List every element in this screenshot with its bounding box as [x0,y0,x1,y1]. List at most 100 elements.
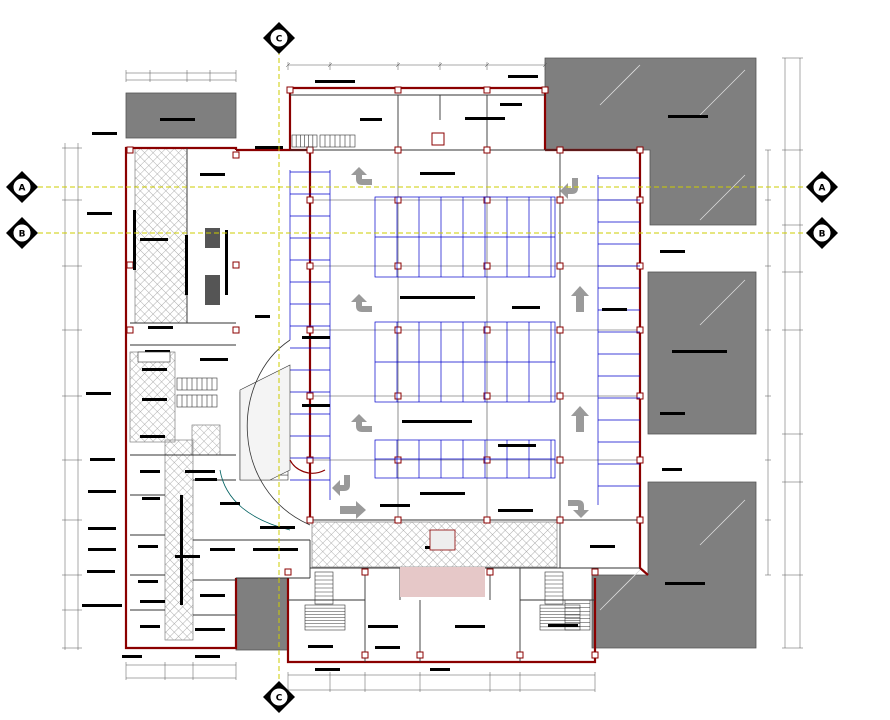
label-block [500,103,522,106]
building-diagonal-marks [599,64,746,611]
label-block [140,625,160,628]
column [541,86,549,94]
traffic-arrow-icon [332,475,350,496]
label-block [662,468,682,471]
column [394,516,402,524]
label-block [498,444,536,447]
label-block [195,655,220,658]
column [394,456,402,464]
label-block [140,238,168,241]
column [361,568,369,576]
column [232,151,240,159]
column [556,516,564,524]
column [394,86,402,94]
axis-label: A [819,184,826,194]
column [416,651,424,659]
section-marker-icon: A [6,171,38,203]
column [306,196,314,204]
column [126,261,134,269]
label-block [508,75,538,78]
label-block [210,548,235,551]
dimension-line [285,62,291,68]
label-block [90,458,115,461]
fixture-bar [180,495,183,555]
structural-grid [310,150,640,520]
stair-icon [319,134,356,148]
label-block [175,555,200,558]
label-block [140,470,160,473]
column [591,651,599,659]
column [516,651,524,659]
label-block [142,497,160,500]
axis-label: C [276,694,283,704]
traffic-arrow-icon [568,500,589,518]
elevator-icon [137,351,171,363]
column [483,326,491,334]
column [306,516,314,524]
label-block [668,115,708,118]
column [306,262,314,270]
column [394,326,402,334]
adjacent-building-bottom-right [591,481,757,649]
column [556,196,564,204]
section-marker-icon: A [806,171,838,203]
column [556,146,564,154]
dimension-line [437,62,443,68]
label-block [465,117,505,120]
label-block [660,250,685,253]
elevator-icon [205,275,220,305]
label-block [260,526,295,529]
column [636,146,644,154]
column [394,146,402,154]
label-block [87,212,112,215]
label-block [665,582,705,585]
dimension-line [542,62,548,68]
column [126,326,134,334]
wall-left-wing [124,146,238,650]
column [636,392,644,400]
label-block [420,492,465,495]
label-block [195,628,225,631]
label-block [368,625,398,628]
wall-bottom-block [286,578,597,664]
label-block [302,336,330,339]
corridor-left-lower-x [164,439,194,641]
column [394,392,402,400]
traffic-arrow-icon [340,501,366,519]
shaft [431,132,445,146]
axis-label: B [19,230,26,240]
label-block [315,668,340,671]
adjacent-buildings [125,57,757,651]
label-block [255,315,270,318]
label-block [380,504,410,507]
elevator-icon [205,228,220,248]
column [394,262,402,270]
section-marker-icon: C [263,22,295,54]
label-block [660,412,685,415]
wall-top-block [288,86,547,150]
label-block [142,368,167,371]
axis-markers: A A B B C C [6,22,838,713]
column [483,456,491,464]
column [306,326,314,334]
column [306,146,314,154]
fixture-bar [180,555,183,605]
column [394,196,402,204]
restroom-block [400,567,485,597]
dimension-line [327,62,333,68]
label-block [602,308,627,311]
label-block [88,548,116,551]
section-marker-icon: B [806,217,838,249]
adjacent-building-top-left [125,92,237,139]
label-block [142,398,167,401]
label-block [195,478,217,481]
label-block [375,646,400,649]
column [556,262,564,270]
traffic-arrow-icon [351,167,372,185]
axis-label: C [276,35,283,45]
column [284,568,292,576]
column [636,516,644,524]
traffic-arrow-icon [351,414,372,432]
axis-label: B [819,230,826,240]
